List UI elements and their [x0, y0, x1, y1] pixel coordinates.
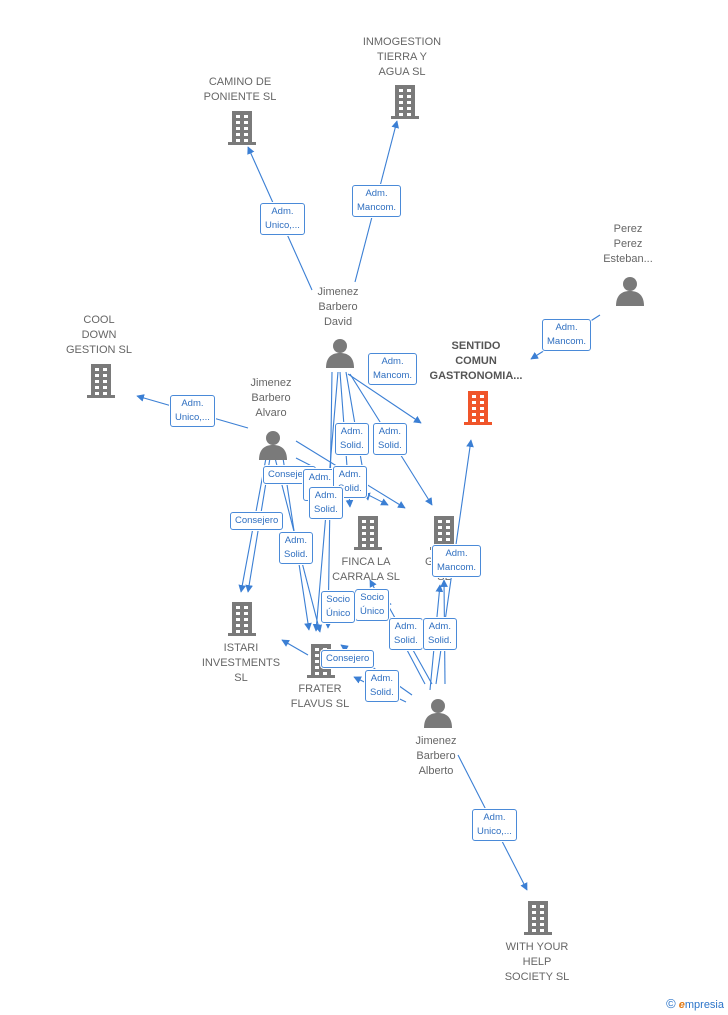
edge-role-label[interactable]: Adm. Unico,...	[170, 395, 215, 427]
building-icon[interactable]	[522, 899, 554, 940]
edge-role-label[interactable]: Adm. Solid.	[279, 532, 313, 564]
node-label-finca[interactable]: FINCA LA CARRALA SL	[332, 556, 400, 583]
person-icon[interactable]	[324, 336, 356, 373]
person-icon[interactable]	[614, 274, 646, 311]
building-icon[interactable]	[226, 109, 258, 150]
edge-role-label[interactable]: Adm. Solid.	[335, 423, 369, 455]
node-label-jalvaro[interactable]: Jimenez Barbero Alvaro	[250, 377, 292, 419]
node-label-withyour[interactable]: WITH YOUR HELP SOCIETY SL	[504, 941, 570, 983]
edge-role-label[interactable]: Adm. Unico,...	[260, 203, 305, 235]
node-label-cool[interactable]: COOL DOWN GESTION SL	[65, 314, 133, 356]
edge-role-label[interactable]: Consejero	[230, 512, 284, 530]
edge-role-label[interactable]: Socio Único	[321, 591, 356, 623]
edge-role-label[interactable]: Adm. Mancom.	[368, 353, 418, 385]
node-label-jalberto[interactable]: Jimenez Barbero Alberto	[415, 735, 457, 777]
node-label-jdavid[interactable]: Jimenez Barbero David	[317, 286, 359, 328]
edge-role-label[interactable]: Adm. Mancom.	[432, 545, 482, 577]
node-label-frater[interactable]: FRATER FLAVUS SL	[290, 683, 350, 710]
edge-role-label[interactable]: Consejero	[321, 650, 375, 668]
edges-layer	[136, 120, 601, 891]
node-label-sentido[interactable]: SENTIDO COMUN GASTRONOMIA...	[429, 340, 523, 382]
edge-role-label[interactable]: Adm. Solid.	[365, 670, 399, 702]
relation-edge	[281, 639, 309, 656]
edge-role-label[interactable]: Adm. Solid.	[333, 466, 367, 498]
node-label-inmo[interactable]: INMOGESTION TIERRA Y AGUA SL	[362, 36, 442, 78]
node-label-camino[interactable]: CAMINO DE PONIENTE SL	[203, 76, 277, 103]
brand-logo: © empresia	[666, 996, 724, 1011]
building-icon[interactable]	[226, 600, 258, 641]
edge-role-label[interactable]: Adm. Solid.	[373, 423, 407, 455]
brand-name: mpresia	[684, 999, 724, 1011]
building-icon[interactable]	[85, 362, 117, 403]
building-icon[interactable]	[389, 83, 421, 124]
relation-edge	[347, 373, 422, 424]
person-icon[interactable]	[257, 428, 289, 465]
edge-role-label[interactable]: Socio Único	[355, 589, 390, 621]
edge-role-label[interactable]: Adm. Solid.	[389, 618, 423, 650]
edge-role-label[interactable]: Adm. Mancom.	[542, 319, 592, 351]
edge-role-label[interactable]: Adm. Mancom.	[352, 185, 402, 217]
edge-role-label[interactable]: Adm. Solid.	[423, 618, 457, 650]
building-icon[interactable]	[462, 389, 494, 430]
copyright-symbol: ©	[666, 996, 676, 1011]
building-icon[interactable]	[352, 514, 384, 555]
node-label-istari[interactable]: ISTARI INVESTMENTS SL	[201, 642, 281, 684]
brand-initial: e	[678, 999, 685, 1011]
person-icon[interactable]	[422, 696, 454, 733]
edge-role-label[interactable]: Adm. Unico,...	[472, 809, 517, 841]
node-label-perez[interactable]: Perez Perez Esteban...	[603, 223, 653, 265]
edge-role-label[interactable]: Adm. Solid.	[309, 487, 343, 519]
